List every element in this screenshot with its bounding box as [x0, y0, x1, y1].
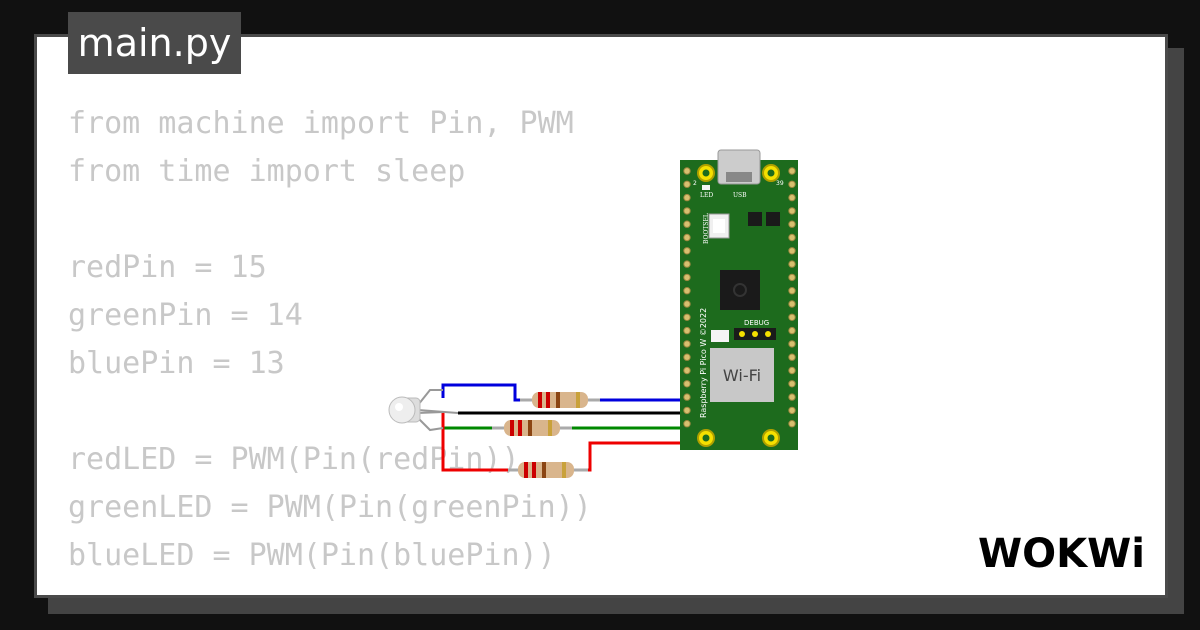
red-wire[interactable] — [441, 412, 518, 472]
pin-hole — [683, 260, 691, 268]
led-label: LED — [700, 192, 713, 199]
board-label: Raspberry Pi Pico W ©2022 — [699, 308, 708, 418]
pin-hole — [788, 207, 796, 215]
usb-label: USB — [733, 192, 747, 199]
pin-hole — [683, 207, 691, 215]
pin-hole — [683, 340, 691, 348]
pin-hole — [788, 340, 796, 348]
pin-hole — [788, 393, 796, 401]
led-legs — [417, 389, 459, 432]
pin-hole — [683, 273, 691, 282]
pin-hole — [683, 406, 691, 415]
pin-hole — [683, 220, 691, 228]
wokwi-logo-text: WOKWi — [978, 531, 1145, 577]
pin-hole — [788, 287, 796, 295]
pin-header — [683, 167, 796, 428]
pin-hole — [788, 406, 796, 415]
pin-hole — [683, 300, 691, 308]
bootsel-label: BOOTSEL — [703, 213, 710, 244]
pin-hole — [683, 180, 691, 189]
red-wire-board[interactable] — [580, 441, 688, 472]
filename-tab[interactable]: main.py — [68, 12, 241, 74]
code-line: greenLED = PWM(Pin(greenPin)) — [68, 490, 592, 525]
code-line: from machine import Pin, PWM — [68, 106, 574, 141]
pin-hole — [788, 193, 796, 202]
pin-hole — [683, 287, 691, 295]
pin-hole — [683, 366, 691, 375]
blue-wire[interactable] — [441, 383, 530, 402]
pin-hole — [788, 247, 796, 255]
project-card — [34, 34, 1168, 598]
pin-hole — [788, 380, 796, 388]
pin-hole — [788, 167, 796, 175]
pin-hole — [788, 420, 796, 428]
pin-hole — [788, 326, 796, 335]
code-line: blueLED = PWM(Pin(bluePin)) — [68, 538, 556, 573]
pin-hole — [683, 167, 691, 175]
pin-hole — [788, 260, 796, 268]
code-preview: from machine import Pin, PWM from time im… — [68, 100, 592, 580]
rgb-led[interactable] — [388, 396, 421, 424]
pin-hole — [683, 233, 691, 242]
resistor-green[interactable] — [492, 420, 572, 436]
code-line: from time import sleep — [68, 154, 466, 189]
pin-hole — [683, 353, 691, 361]
wokwi-logo: WOKWi — [978, 531, 1145, 577]
resistor-blue[interactable] — [520, 392, 600, 408]
pin-hole — [683, 193, 691, 202]
pin-hole — [788, 353, 796, 361]
pin-right-label: 39 — [776, 180, 784, 187]
pin-hole — [788, 220, 796, 228]
pin-hole — [788, 313, 796, 321]
pin-hole — [788, 233, 796, 242]
wifi-label: Wi-Fi — [723, 366, 761, 385]
pin-hole — [683, 313, 691, 321]
pin-hole — [683, 380, 691, 388]
code-line: bluePin = 13 — [68, 346, 285, 381]
onboard-led — [702, 185, 710, 190]
pin-hole — [683, 420, 691, 428]
pin-hole — [788, 273, 796, 282]
code-line: greenPin = 14 — [68, 298, 303, 333]
pin-hole — [788, 180, 796, 189]
pin-hole — [683, 326, 691, 335]
pin-hole — [683, 247, 691, 255]
code-line: redPin = 15 — [68, 250, 267, 285]
pin-hole — [788, 366, 796, 375]
rp2040-chip — [720, 270, 760, 310]
pin-hole — [788, 300, 796, 308]
pico-w-board[interactable]: LED USB 2 39 BOOTSEL DEBUG Raspberry Pi … — [680, 149, 798, 450]
resistor-red[interactable] — [508, 462, 588, 478]
pin-hole — [683, 393, 691, 401]
debug-label: DEBUG — [744, 319, 769, 327]
pin-left-label: 2 — [693, 180, 697, 187]
wifi-module — [710, 348, 774, 402]
